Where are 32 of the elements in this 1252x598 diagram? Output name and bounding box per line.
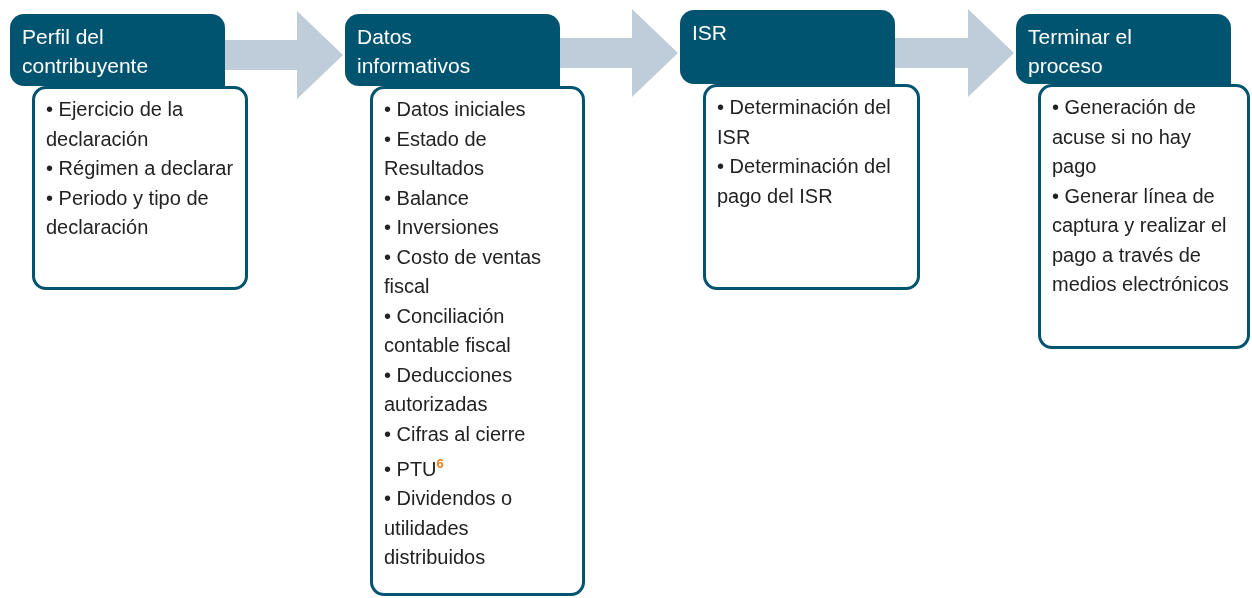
block-arrow bbox=[895, 9, 1014, 97]
bullet-item: • Periodo y tipo de declaración bbox=[46, 185, 210, 240]
bullet-item: • Cifras al cierre bbox=[384, 421, 527, 447]
detail-card bbox=[32, 86, 248, 290]
step-header bbox=[345, 14, 560, 86]
bullet-item: • Ejercicio de la declaración bbox=[46, 97, 185, 152]
bullet-item: • Régimen a declarar bbox=[46, 156, 235, 181]
step-header bbox=[680, 10, 895, 84]
bullet-item: • Costo de ventas fiscal bbox=[384, 244, 543, 299]
bullet-item: • Datos iniciales bbox=[384, 97, 527, 122]
bullet-item: • Balance bbox=[384, 185, 470, 211]
detail-card bbox=[370, 86, 585, 596]
bullet-item: • Determinación del pago del ISR bbox=[717, 154, 892, 209]
bullet-item: • Generar línea de captura y realizar el pago a través de medios electrónicos bbox=[1052, 183, 1230, 297]
step-title: Terminar el proceso bbox=[1028, 24, 1133, 79]
block-arrow bbox=[560, 9, 678, 97]
bullet-item: • Generación de acuse si no hay pago bbox=[1052, 95, 1197, 179]
step-title: Perfil del contribuyente bbox=[22, 24, 150, 79]
detail-card bbox=[703, 84, 920, 290]
step-title: ISR bbox=[692, 20, 728, 46]
bullet-item: • Determinación del ISR bbox=[717, 95, 892, 150]
step-header bbox=[1016, 14, 1231, 84]
bullet-item: • Dividendos o utilidades distribuidos bbox=[384, 486, 514, 571]
bullet-item: • Deducciones autorizadas bbox=[384, 362, 514, 417]
bullet-item: • Estado de Resultados bbox=[384, 126, 488, 181]
bullet-item: • PTU$^{6}$ bbox=[384, 455, 445, 482]
block-arrow bbox=[225, 11, 343, 99]
step-header bbox=[10, 14, 225, 86]
detail-card bbox=[1038, 84, 1250, 349]
bullet-item: • Inversiones bbox=[384, 215, 500, 240]
bullet-item: • Conciliación contable fiscal bbox=[384, 303, 512, 358]
step-title: Datos informativos bbox=[357, 24, 472, 79]
